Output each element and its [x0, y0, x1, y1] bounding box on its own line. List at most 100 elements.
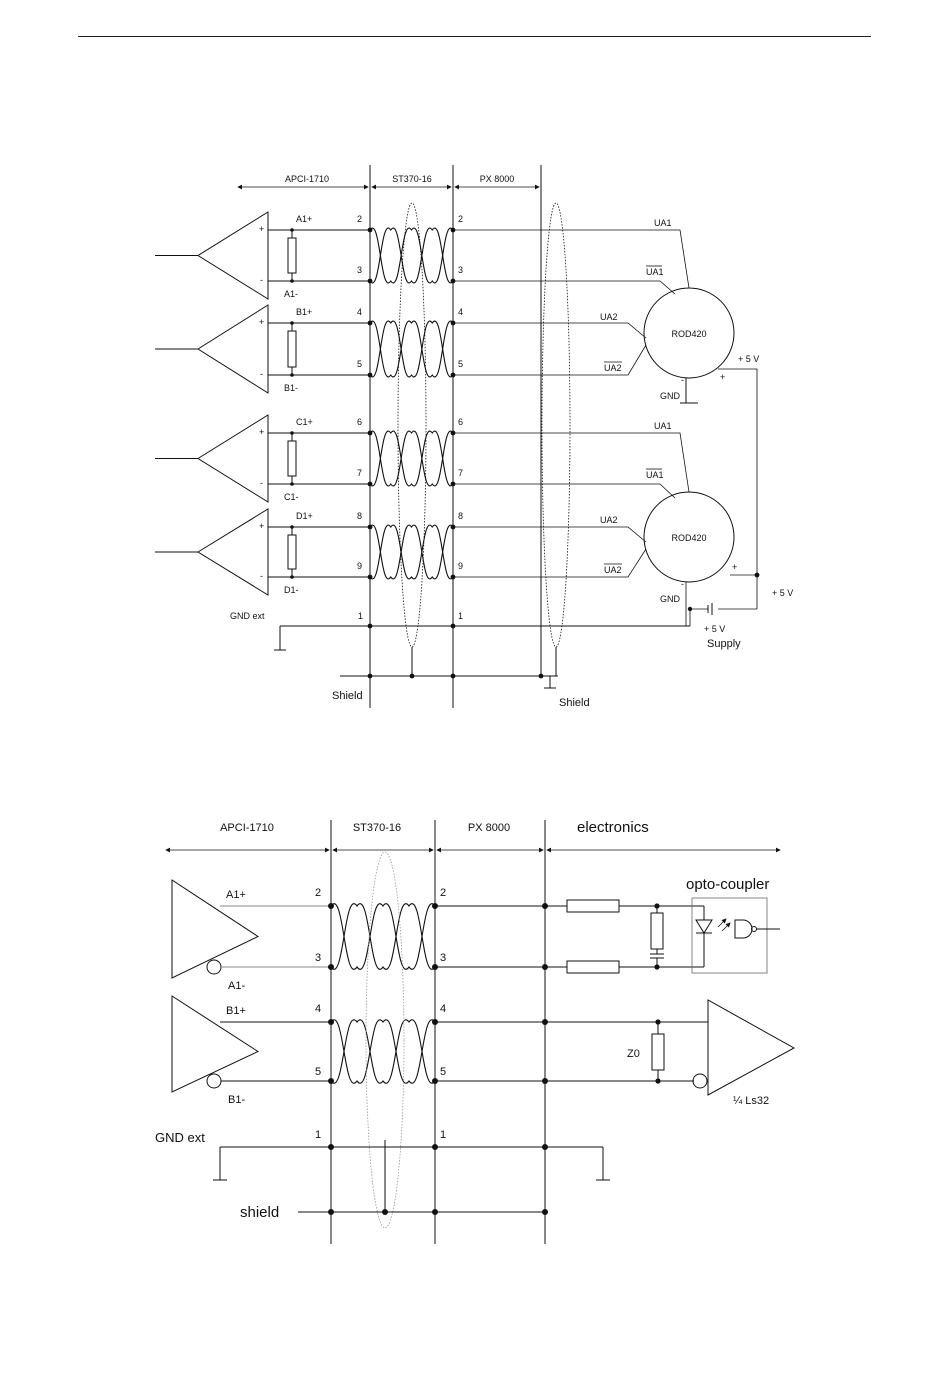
signal-label: D1+: [296, 511, 313, 521]
pin-number: 5: [357, 359, 362, 369]
pin-number: 2: [440, 887, 446, 899]
pin-number: 4: [458, 307, 463, 317]
z0-label: Z0: [627, 1048, 640, 1060]
resistor: [651, 1033, 665, 1071]
cable-shield: [397, 202, 427, 648]
voltage-label: + 5 V: [704, 624, 725, 634]
pin-number: 5: [458, 359, 463, 369]
header-label: electronics: [577, 819, 649, 836]
signal-label: B1+: [226, 1005, 246, 1017]
opto-coupler-circuit: opto-coupler: [435, 876, 780, 974]
pin-number: 2: [357, 214, 362, 224]
plus-sign: +: [259, 427, 264, 437]
signal-wire: [453, 322, 647, 339]
encoder-2: ROD420 UA1 UA1 UA2 UA2 - + GND: [453, 421, 793, 650]
signal-label: A1-: [228, 980, 245, 992]
encoder-label: ROD420: [671, 329, 706, 339]
line-driver: [197, 304, 269, 394]
signal-label: B1+: [296, 307, 312, 317]
pin-number: 9: [458, 561, 463, 571]
line-driver: [171, 995, 260, 1093]
twisted-pair: [330, 1019, 436, 1084]
header-label: APCI-1710: [220, 822, 274, 834]
signal-label: UA2: [604, 363, 622, 373]
signal-label: A1+: [296, 214, 312, 224]
pin-number: 4: [315, 1003, 321, 1015]
line-driver: [197, 508, 269, 596]
shield-label: shield: [240, 1204, 279, 1221]
cable-shield: [365, 851, 405, 1229]
plus-sign: +: [259, 224, 264, 234]
pin-number: 8: [458, 511, 463, 521]
voltage-label: + 5 V: [772, 588, 793, 598]
minus-sign: -: [260, 478, 263, 488]
signal-wire: [453, 344, 647, 376]
pin-number: 5: [315, 1066, 321, 1078]
pin-number: 6: [357, 417, 362, 427]
pin-number: 9: [357, 561, 362, 571]
signal-wire: [453, 548, 647, 578]
minus-sign: -: [681, 375, 684, 385]
plus-sign: +: [259, 521, 264, 531]
signal-label: UA1: [654, 421, 672, 431]
pin-number: 3: [357, 265, 362, 275]
termination-resistor: [287, 237, 297, 274]
pin-number: 7: [458, 468, 463, 478]
resistor: [566, 960, 620, 974]
twisted-pair: [369, 227, 454, 284]
twisted-pair: [369, 320, 454, 378]
cable-shield: [541, 202, 571, 648]
gnd-label: GND: [660, 391, 681, 401]
opto-coupler-label: opto-coupler: [686, 876, 769, 893]
supply-wire: [718, 368, 758, 575]
header-label: PX 8000: [468, 822, 510, 834]
twisted-pair: [369, 430, 454, 487]
opto-coupler-box: [691, 897, 768, 974]
plus-sign: +: [732, 562, 737, 572]
signal-label: B1-: [284, 383, 298, 393]
signal-label: B1-: [228, 1094, 245, 1106]
signal-label: A1-: [284, 289, 298, 299]
signal-label: UA1: [654, 218, 672, 228]
minus-sign: -: [260, 369, 263, 379]
signal-label: C1-: [284, 492, 299, 502]
pin-number: 7: [357, 468, 362, 478]
signal-wire: [453, 229, 690, 289]
inverting-bubble: [206, 959, 222, 975]
signal-wire: [453, 432, 690, 493]
gnd-wire: [685, 582, 691, 627]
line-driver: [171, 879, 260, 979]
signal-label: UA2: [600, 515, 618, 525]
shield-label: Shield: [332, 690, 363, 702]
pin-number: 1: [440, 1129, 446, 1141]
signal-label: UA2: [600, 312, 618, 322]
resistor: [566, 899, 620, 913]
twisted-pair: [369, 524, 454, 580]
pin-number: 3: [315, 952, 321, 964]
shield-label: Shield: [559, 697, 590, 709]
pin-number: 1: [458, 611, 463, 621]
signal-label: UA1: [646, 267, 664, 277]
receiver-amplifier: [707, 999, 796, 1096]
minus-sign: -: [260, 571, 263, 581]
line-driver: [197, 211, 269, 300]
output-gate: [734, 919, 753, 939]
encoder-label: ROD420: [671, 533, 706, 543]
line-receiver-circuit: Z0 ¼ Ls32: [435, 999, 796, 1107]
voltage-label: + 5 V: [738, 354, 759, 364]
minus-sign: -: [260, 275, 263, 285]
twisted-pair: [369, 524, 454, 580]
header-label: ST370-16: [392, 174, 432, 184]
signal-wire: [453, 280, 676, 295]
twisted-pair: [369, 227, 454, 284]
plus-sign: +: [720, 372, 725, 382]
pin-number: 8: [357, 511, 362, 521]
